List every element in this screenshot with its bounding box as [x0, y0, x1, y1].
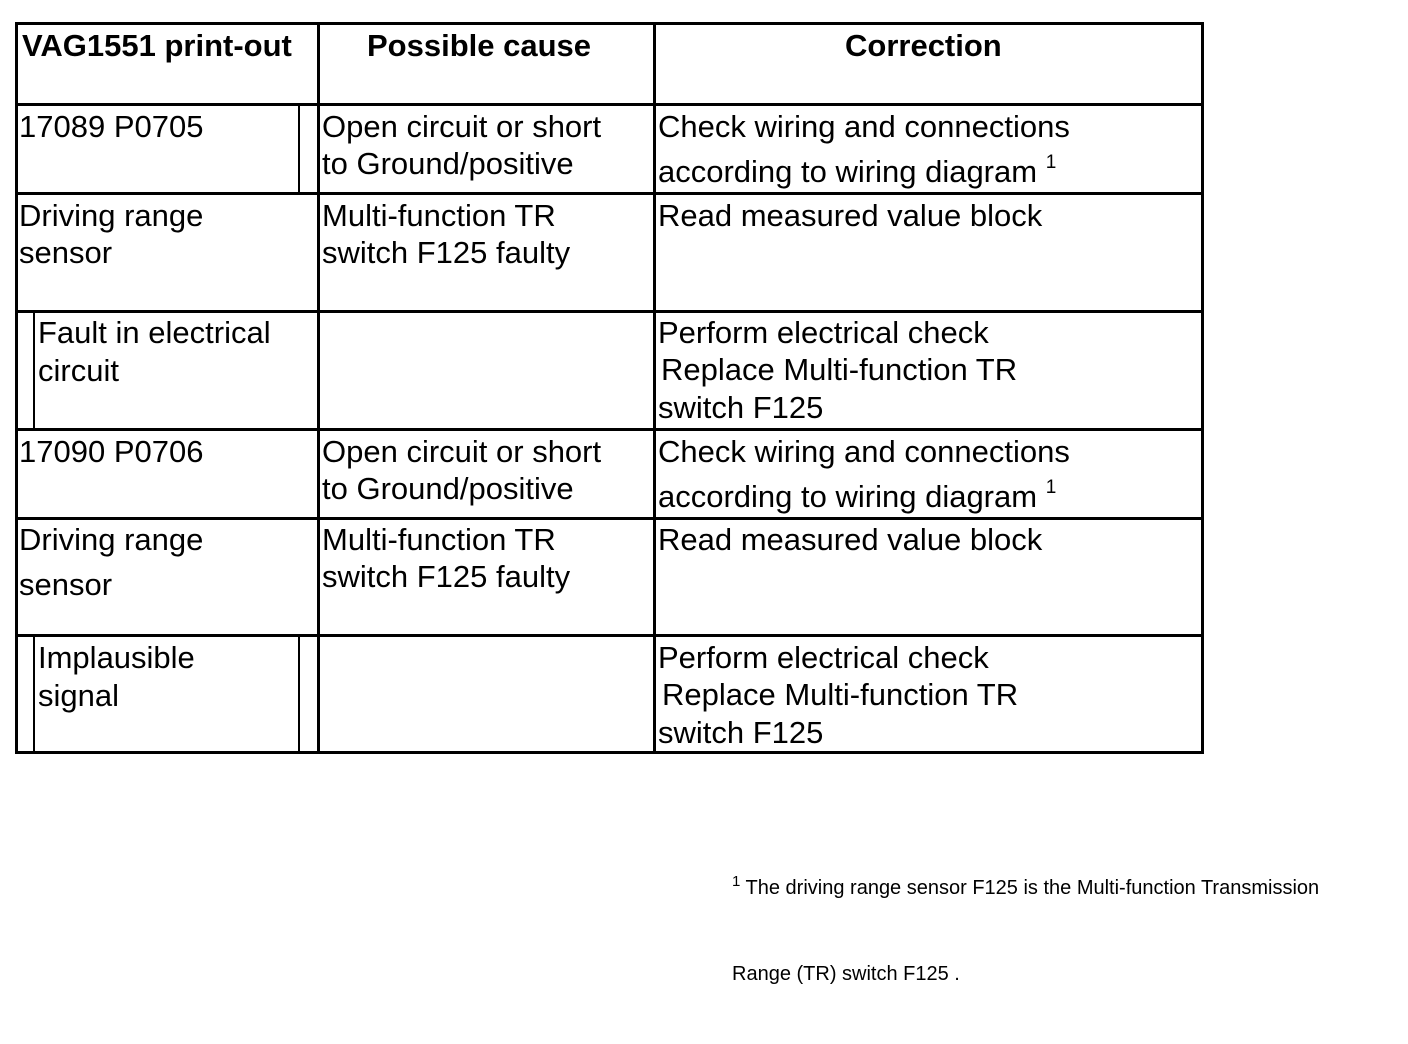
- row5-label-line1: Driving range: [19, 522, 204, 557]
- row1-footnote-ref: 1: [1045, 152, 1057, 173]
- row3-label-line1: Fault in electrical: [38, 315, 271, 350]
- row4-cause-line1: Open circuit or short: [322, 434, 602, 469]
- row4-footnote-ref: 1: [1045, 477, 1057, 498]
- table-border-left: [15, 22, 18, 754]
- row-divider-5: [15, 634, 1204, 637]
- row4-correction-text: according to wiring diagram: [658, 479, 1038, 514]
- row6-correction-line3: switch F125: [658, 715, 824, 750]
- row-divider-3: [15, 428, 1204, 431]
- row5-cause-line2: switch F125 faulty: [322, 559, 571, 594]
- row3-correction-line2: Replace Multi-function TR: [661, 352, 1018, 387]
- footnote-marker: 1: [732, 873, 741, 890]
- row6-label-line1: Implausible: [38, 640, 195, 675]
- row6-correction-line2: Replace Multi-function TR: [662, 677, 1019, 712]
- header-correction: Correction: [845, 28, 1002, 63]
- subcell-rule-row1: [298, 106, 300, 192]
- row4-code: 17090 P0706: [19, 434, 204, 469]
- row5-cause-line1: Multi-function TR: [322, 522, 556, 557]
- row2-cause-line2: switch F125 faulty: [322, 235, 571, 270]
- table-border-top: [15, 22, 1204, 25]
- row6-label-line2: signal: [38, 678, 119, 713]
- footnote-line1: 1 The driving range sensor F125 is the M…: [732, 873, 1320, 904]
- row1-code: 17089 P0705: [19, 109, 204, 144]
- indent-rule-row6: [33, 637, 35, 751]
- row1-cause-line1: Open circuit or short: [322, 109, 602, 144]
- row2-label-line1: Driving range: [19, 198, 204, 233]
- row4-correction-line2: according to wiring diagram 1: [658, 477, 1057, 520]
- row4-correction-line1: Check wiring and connections: [658, 434, 1070, 469]
- row3-correction-line3: switch F125: [658, 390, 824, 425]
- footnote-text-line1: The driving range sensor F125 is the Mul…: [740, 877, 1320, 899]
- row2-cause-line1: Multi-function TR: [322, 198, 556, 233]
- subcell-rule-row6: [298, 637, 300, 751]
- row1-correction-text: according to wiring diagram: [658, 154, 1038, 189]
- column-divider-1: [317, 22, 320, 754]
- fault-code-table: [15, 22, 1204, 754]
- row-divider-header: [15, 103, 1204, 106]
- document-page: VAG1551 print-out Possible cause Correct…: [15, 22, 1319, 985]
- footnote-text-line2: Range (TR) switch F125 .: [732, 963, 960, 985]
- row4-cause-line2: to Ground/positive: [322, 471, 574, 506]
- column-divider-2: [653, 22, 656, 754]
- row3-label-line2: circuit: [38, 353, 119, 388]
- row3-correction-line1: Perform electrical check: [658, 315, 989, 350]
- table-border-right: [1201, 22, 1204, 754]
- row-divider-1: [15, 192, 1204, 195]
- row1-correction-line2: according to wiring diagram 1: [658, 152, 1057, 195]
- row6-correction-line1: Perform electrical check: [658, 640, 989, 675]
- row2-label-line2: sensor: [19, 235, 113, 270]
- row1-correction-line1: Check wiring and connections: [658, 109, 1070, 144]
- indent-rule-row3: [33, 313, 35, 428]
- footnote: 1 The driving range sensor F125 is the M…: [732, 818, 1319, 1044]
- row5-correction-line1: Read measured value block: [658, 522, 1043, 557]
- header-print-out: VAG1551 print-out: [22, 28, 292, 63]
- table-border-bottom: [15, 751, 1204, 754]
- header-possible-cause: Possible cause: [367, 28, 592, 63]
- row2-correction-line1: Read measured value block: [658, 198, 1043, 233]
- row1-cause-line2: to Ground/positive: [322, 146, 574, 181]
- row-divider-4: [15, 517, 1204, 520]
- row5-label-line2: sensor: [19, 567, 113, 602]
- row-divider-2: [15, 310, 1204, 313]
